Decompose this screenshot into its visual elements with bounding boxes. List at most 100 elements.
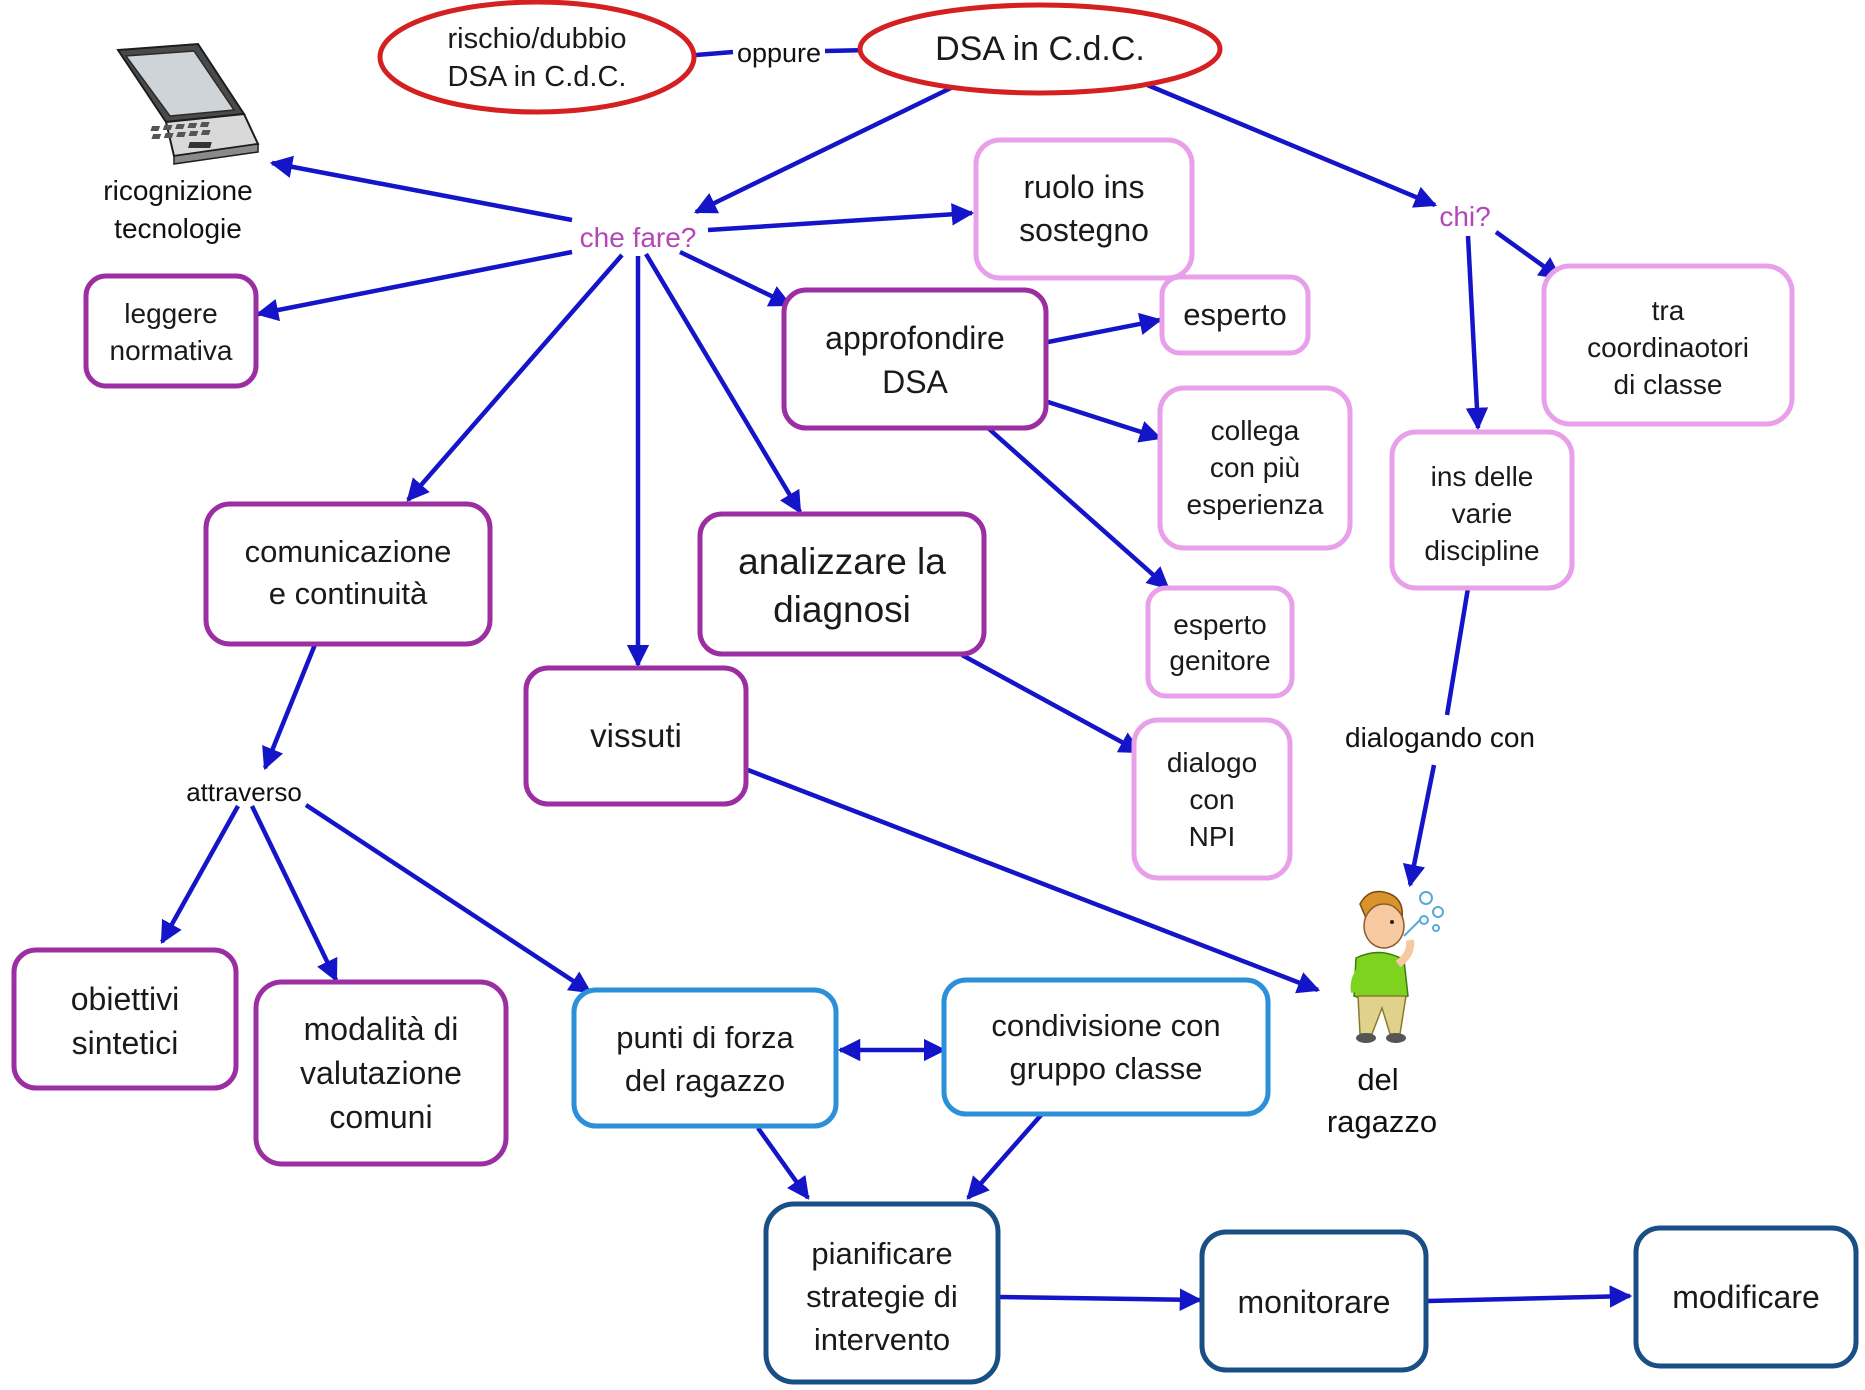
edge-chefare-analizzare [644, 252, 802, 514]
label-dialogando-con: dialogando con [1345, 722, 1535, 753]
node-text: DSA in C.d.C. [935, 30, 1145, 68]
edge-comunicazione-attraverso [262, 641, 319, 771]
node-punti-di-forza[interactable] [571, 987, 839, 1129]
node-text: NPI [1189, 821, 1236, 852]
node-text: analizzare la [738, 541, 946, 582]
edge-chi-tra [1494, 230, 1562, 280]
node-dialogo-npi[interactable] [1131, 717, 1293, 881]
node-rischio-dubbio[interactable] [377, 0, 697, 115]
node-text: ruolo ins [1024, 169, 1145, 205]
node-text: sintetici [72, 1025, 179, 1061]
node-ins-delle-discipline[interactable] [1389, 429, 1575, 591]
edge-vissuti-boy [747, 767, 1321, 994]
node-text: di classe [1614, 369, 1723, 400]
label-ragazzo: ragazzo [1327, 1104, 1437, 1139]
node-text: valutazione [300, 1055, 462, 1091]
node-text: diagnosi [773, 589, 911, 630]
edge-ins-dialogando [1444, 587, 1471, 716]
node-modalita-valutazione[interactable] [253, 979, 509, 1167]
node-text: monitorare [1238, 1284, 1391, 1320]
node-analizzare-diagnosi[interactable] [697, 511, 987, 657]
node-text: leggere [124, 298, 217, 329]
node-text: modalità di [304, 1011, 459, 1047]
node-text: gruppo classe [1009, 1051, 1202, 1086]
edge-attraverso-obiettivi [160, 804, 240, 944]
edge-chefare-ruolo [707, 203, 975, 233]
node-text: esperto [1183, 297, 1286, 332]
node-text: normativa [110, 335, 233, 366]
node-text: con più [1210, 452, 1300, 483]
edge-approfondire-espertogen [986, 426, 1170, 590]
node-collega[interactable] [1157, 385, 1353, 551]
node-text: del ragazzo [625, 1063, 785, 1098]
label-attraverso: attraverso [186, 777, 302, 807]
edge-dialogando-boy [1402, 764, 1437, 888]
node-text: coordinaotori [1587, 332, 1749, 363]
edge-dsa-chefare [693, 83, 956, 215]
label-oppure: oppure [737, 38, 821, 68]
node-text: comuni [329, 1099, 432, 1135]
node-obiettivi-sintetici[interactable] [11, 947, 239, 1091]
node-comunicazione[interactable] [203, 501, 493, 647]
label-del: del [1357, 1062, 1398, 1097]
node-esperto[interactable] [1159, 274, 1311, 356]
edge-approfondire-collega [1047, 399, 1163, 443]
node-tra-coordinatori[interactable] [1541, 263, 1795, 427]
node-text: comunicazione [245, 534, 452, 569]
node-vissuti[interactable] [523, 665, 749, 807]
node-monitorare[interactable] [1199, 1229, 1429, 1373]
node-text: e continuità [269, 576, 428, 611]
node-text: vissuti [590, 717, 682, 754]
node-text: approfondire [825, 320, 1005, 356]
edge-chefare-comunicazione [406, 253, 624, 502]
edge-pianificare-monitorare [999, 1288, 1203, 1311]
edge-condivisione-pianificare [966, 1112, 1044, 1200]
node-text: varie [1452, 498, 1513, 529]
node-approfondire-dsa[interactable] [781, 287, 1049, 431]
node-text: DSA [882, 364, 948, 400]
node-text: modificare [1672, 1279, 1820, 1315]
edge-chefare-leggere [255, 249, 573, 322]
label-chi: chi? [1439, 201, 1490, 232]
edge-dsa-chi [1144, 81, 1438, 208]
node-pianificare[interactable] [763, 1201, 1001, 1385]
edge-punti-pianificare [756, 1126, 810, 1200]
node-esperto-genitore[interactable] [1145, 585, 1295, 699]
edge-chefare-approfondire [679, 249, 793, 308]
node-text: ins delle [1431, 461, 1534, 492]
node-text: genitore [1169, 645, 1270, 676]
node-text: con [1189, 784, 1234, 815]
edge-attraverso-modalita [249, 805, 339, 983]
node-text: tra [1652, 295, 1685, 326]
edge-chefare-ricognizione [269, 155, 573, 223]
boy-blowing-bubbles-icon [1350, 890, 1444, 1043]
node-text: esperienza [1187, 489, 1324, 520]
edge-attraverso-punti [304, 803, 592, 994]
node-text: intervento [814, 1322, 950, 1357]
node-text: pianificare [811, 1236, 952, 1271]
node-ruolo-ins-sostegno[interactable] [973, 137, 1195, 281]
laptop-icon [116, 42, 260, 165]
edge-monitorare-modificare [1427, 1285, 1633, 1308]
edge-analizzare-npi [960, 653, 1142, 754]
label-che-fare: che fare? [580, 222, 697, 253]
edge-approfondire-esperto [1047, 312, 1163, 345]
node-text: obiettivi [71, 981, 180, 1017]
node-leggere-normativa[interactable] [83, 273, 259, 389]
node-dsa-cdc[interactable] [857, 2, 1223, 96]
node-text: esperto [1173, 609, 1266, 640]
node-text: rischio/dubbio [448, 23, 627, 55]
node-text: sostegno [1019, 212, 1149, 248]
label-tecnologie: tecnologie [114, 213, 242, 244]
node-text: DSA in C.d.C. [448, 61, 627, 93]
label-ricognizione: ricognizione [103, 175, 252, 206]
edge-chi-ins [1465, 235, 1489, 431]
node-text: condivisione con [991, 1008, 1220, 1043]
node-condivisione[interactable] [941, 977, 1271, 1117]
node-text: strategie di [806, 1279, 958, 1314]
edge-rischio-oppure [695, 49, 734, 58]
node-modificare[interactable] [1633, 1225, 1859, 1369]
node-text: discipline [1424, 535, 1539, 566]
node-text: dialogo [1167, 747, 1257, 778]
